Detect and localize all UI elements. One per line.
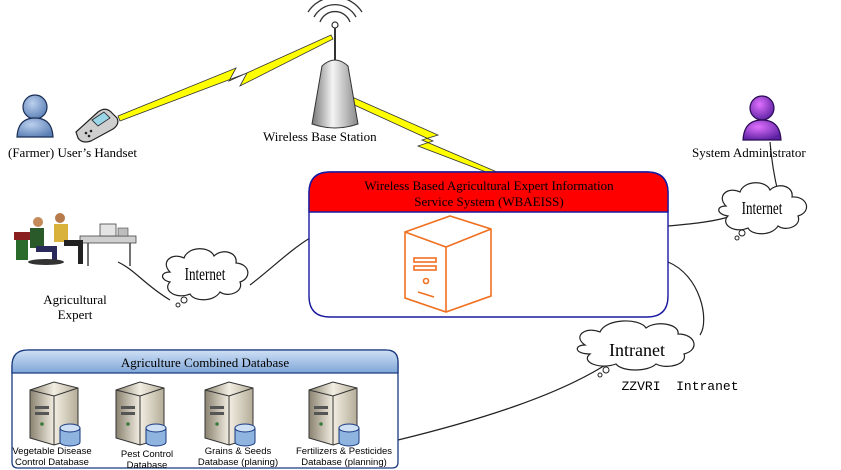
line-intranet-to-databases — [397, 361, 611, 441]
system-title-line2: Service System (WBAEISS) — [414, 194, 563, 209]
db-server-icon-pest — [115, 381, 167, 447]
database-group-title: Agriculture Combined Database — [121, 355, 289, 370]
db-cylinder-icon-fertilizers — [338, 423, 360, 447]
administrator-label: System Administrator — [692, 145, 806, 160]
database-icons — [29, 381, 360, 447]
db-label-pest-line2: Database — [126, 460, 168, 470]
intranet-caption: ZZVRI Intranet — [621, 379, 738, 394]
db-cylinder-icon-grains — [234, 423, 256, 447]
expert-label-line2: Expert — [58, 307, 93, 322]
line-system-to-intranet — [667, 261, 705, 336]
line-system-to-internet-right — [667, 214, 736, 227]
db-label-pest-line1: Pest Control — [120, 449, 174, 460]
db-label-fertilizers: Fertilizers & Pesticides Database (plann… — [282, 446, 406, 468]
internet-cloud-left-label: Internet — [185, 265, 226, 285]
lightning-handset-to-tower — [117, 34, 334, 122]
db-label-vegetable-line2: Control Database — [15, 457, 89, 468]
base-station-label: Wireless Base Station — [263, 129, 377, 144]
intranet-cloud-label: Intranet — [609, 340, 665, 360]
db-label-grains-line1: Grains & Seeds — [204, 446, 272, 457]
intranet-cloud — [576, 320, 695, 378]
mobile-handset-icon — [75, 108, 119, 143]
db-label-fertilizers-line1: Fertilizers & Pesticides — [295, 446, 393, 457]
db-label-grains: Grains & Seeds Database (planing) — [188, 446, 288, 468]
main-server-icon — [404, 215, 492, 313]
db-server-icon-grains — [204, 381, 256, 447]
connection-lines — [117, 141, 779, 441]
expert-label-line1: Agricultural — [43, 292, 107, 307]
db-server-icon-vegetable — [29, 381, 81, 447]
db-cylinder-icon-pest — [145, 423, 167, 447]
db-label-vegetable-line1: Vegetable Disease — [12, 446, 92, 457]
handset-label: (Farmer) User’s Handset — [8, 145, 137, 160]
system-title-line1: Wireless Based Agricultural Expert Infor… — [364, 178, 614, 193]
internet-cloud-right-label: Internet — [742, 199, 783, 219]
db-label-vegetable: Vegetable Disease Control Database — [2, 446, 102, 468]
administrator-person-icon — [742, 95, 782, 141]
agricultural-expert-icon — [14, 213, 137, 266]
db-cylinder-icon-vegetable — [59, 423, 81, 447]
internet-cloud-left — [161, 248, 249, 308]
line-internet-to-system — [249, 237, 311, 286]
db-label-pest: Pest Control Database — [108, 449, 186, 470]
db-server-icon-fertilizers — [308, 381, 360, 447]
db-label-fertilizers-line2: Database (planning) — [301, 457, 387, 468]
line-expert-to-internet — [117, 261, 171, 301]
internet-cloud-right — [718, 182, 808, 241]
base-station-icon — [307, 0, 363, 129]
farmer-person-icon — [16, 94, 54, 138]
db-label-grains-line2: Database (planing) — [197, 457, 279, 468]
